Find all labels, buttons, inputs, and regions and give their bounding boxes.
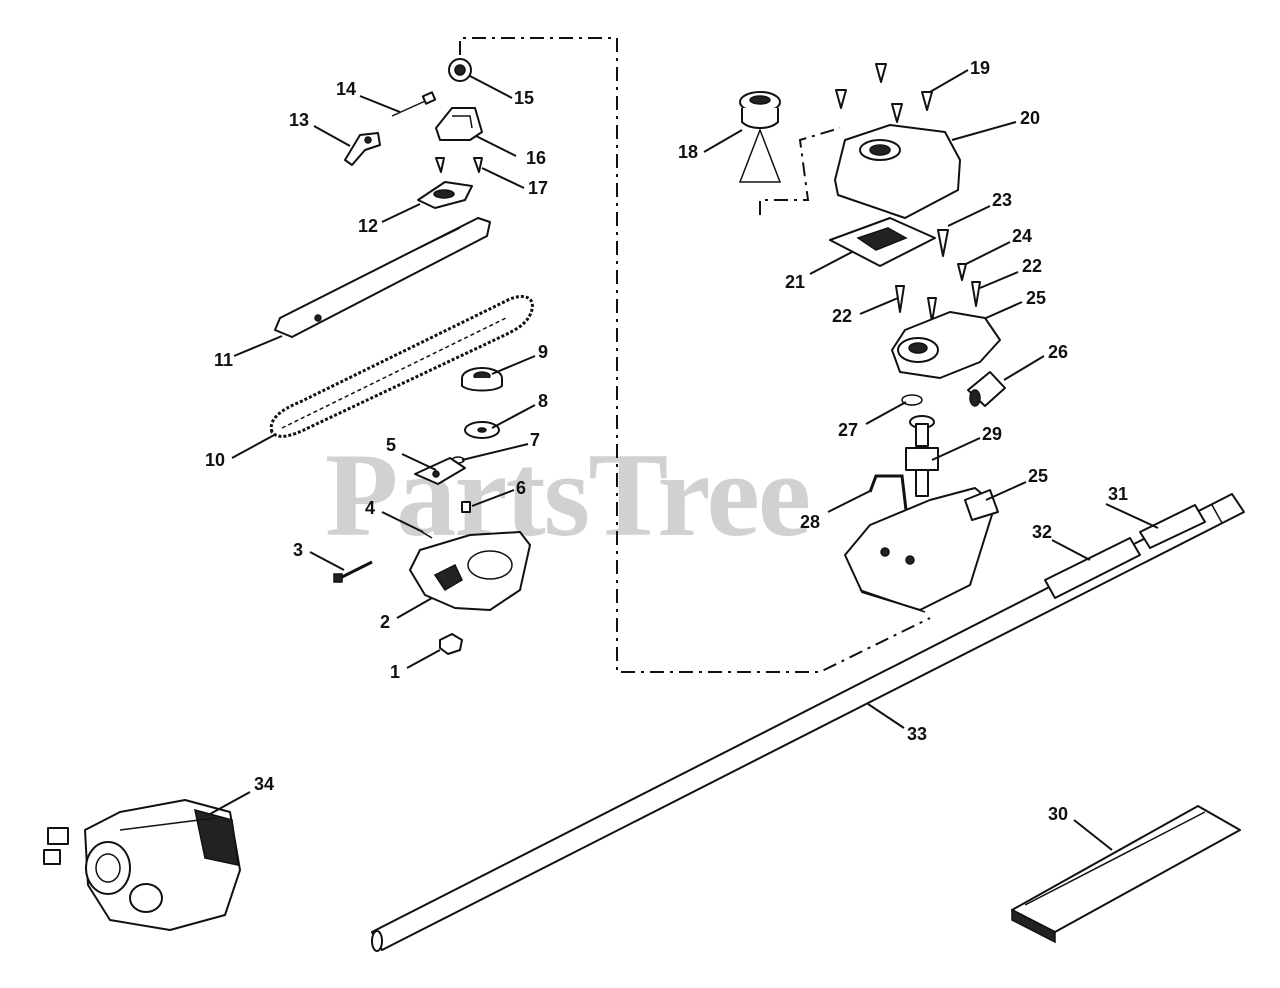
oil-cap-reference-line [759, 127, 841, 215]
callout-1: 1 [390, 662, 400, 682]
callout-numbers: 1 2 3 4 5 6 7 8 9 10 11 12 13 14 15 16 1… [205, 58, 1128, 824]
callout-26: 26 [1048, 342, 1068, 362]
part-27-o-ring [901, 394, 923, 406]
part-30-label [1011, 805, 1241, 944]
callout-6: 6 [516, 478, 526, 498]
callout-19: 19 [970, 58, 990, 78]
callout-17: 17 [528, 178, 548, 198]
callout-2: 2 [380, 612, 390, 632]
part-25-upper-gear-housing [891, 311, 1001, 379]
part-4-pin [421, 531, 433, 539]
callout-10: 10 [205, 450, 225, 470]
part-14-adjuster-screw [391, 91, 437, 117]
part-34-engine [43, 799, 241, 931]
part-2-gear-housing [409, 531, 531, 611]
part-9-sprocket [461, 367, 503, 392]
callout-12: 12 [358, 216, 378, 236]
part-6-clip [461, 501, 471, 513]
part-10-saw-chain [269, 295, 534, 438]
callout-32: 32 [1032, 522, 1052, 542]
part-17-screws [435, 157, 483, 173]
callout-11: 11 [214, 350, 233, 370]
part-20-gear-case-cover [834, 124, 961, 219]
part-12-bar-plate [417, 181, 473, 209]
part-5-plate [414, 457, 466, 485]
callout-33: 33 [907, 724, 927, 744]
part-18-oil-cap [738, 91, 782, 183]
callout-30: 30 [1048, 804, 1068, 824]
callout-22-right: 22 [1022, 256, 1042, 276]
callout-5: 5 [386, 435, 396, 455]
part-25-lower-gear-housing [844, 487, 999, 613]
part-24-screw [957, 263, 967, 281]
part-29-drive-shaft-gear [905, 415, 939, 497]
callout-31: 31 [1108, 484, 1128, 504]
part-19-screws [835, 63, 933, 123]
leader-lines [209, 69, 1159, 851]
callout-20: 20 [1020, 108, 1040, 128]
part-3-bolt [333, 560, 373, 583]
part-1-nut [439, 633, 463, 655]
part-32-label [1044, 537, 1141, 599]
part-23-screw [937, 229, 949, 257]
callout-15: 15 [514, 88, 534, 108]
part-22-screws [895, 281, 981, 323]
callout-8: 8 [538, 391, 548, 411]
callout-25-upper: 25 [1026, 288, 1046, 308]
part-33-shaft-tube [371, 493, 1245, 952]
watermark: PartsTree [325, 428, 809, 561]
part-13-tensioner [344, 132, 381, 166]
callout-18: 18 [678, 142, 698, 162]
part-21-gasket [829, 217, 936, 267]
part-15-nut [448, 58, 472, 82]
callout-27: 27 [838, 420, 858, 440]
part-8-washer [464, 421, 500, 439]
callout-28: 28 [800, 512, 820, 532]
callout-13: 13 [289, 110, 309, 130]
callout-24: 24 [1012, 226, 1032, 246]
callout-7: 7 [530, 430, 540, 450]
callout-23: 23 [992, 190, 1012, 210]
callout-4: 4 [365, 498, 375, 518]
part-26-bushing [967, 371, 1006, 407]
callout-25-lower: 25 [1028, 466, 1048, 486]
callout-21: 21 [785, 272, 805, 292]
part-11-guide-bar [274, 217, 491, 338]
callout-29: 29 [982, 424, 1002, 444]
part-31-label [1139, 504, 1206, 549]
callout-34: 34 [254, 774, 274, 794]
callout-14: 14 [336, 79, 356, 99]
callout-16: 16 [526, 148, 546, 168]
part-28-pin [868, 474, 908, 511]
callout-22-left: 22 [832, 306, 852, 326]
callout-3: 3 [293, 540, 303, 560]
callout-9: 9 [538, 342, 548, 362]
part-16-chain-cover-plate [435, 107, 483, 141]
